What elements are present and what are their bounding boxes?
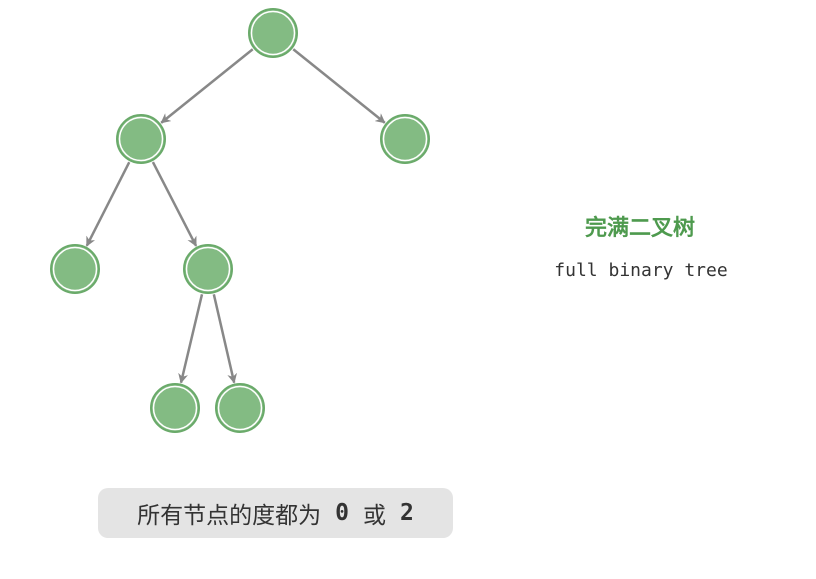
tree-node-ring <box>250 10 296 56</box>
caption-zero: 0 <box>335 500 349 526</box>
tree-node-left-right <box>183 244 233 294</box>
tree-node-ring <box>382 116 428 162</box>
tree-node-ring <box>217 385 263 431</box>
tree-node-ring <box>185 246 231 292</box>
tree-node-ring <box>152 385 198 431</box>
edge-left-right-to-left-right-right <box>212 294 238 384</box>
edge-root-to-left <box>160 48 254 124</box>
tree-node-left-right-left <box>150 383 200 433</box>
tree-node-left-left <box>50 244 100 294</box>
caption-or: 或 <box>363 503 386 529</box>
tree-node-left <box>116 114 166 164</box>
tree-node-root <box>248 8 298 58</box>
tree-node-left-right-right <box>215 383 265 433</box>
caption-two: 2 <box>400 500 414 526</box>
tree-node-ring <box>118 116 164 162</box>
tree-node-right <box>380 114 430 164</box>
caption-box: 所有节点的度都为 0 或 2 <box>98 488 453 538</box>
caption-text: 所有节点的度都为 <box>137 503 322 529</box>
diagram-title: 完满二叉树 <box>584 216 695 241</box>
tree-node-ring <box>52 246 98 292</box>
edge-root-to-right <box>292 48 386 124</box>
diagram-subtitle: full binary tree <box>554 260 728 281</box>
edge-left-right-to-left-right-left <box>178 294 204 384</box>
edge-left-to-left-left <box>85 161 131 247</box>
edge-left-to-left-right <box>151 161 198 247</box>
